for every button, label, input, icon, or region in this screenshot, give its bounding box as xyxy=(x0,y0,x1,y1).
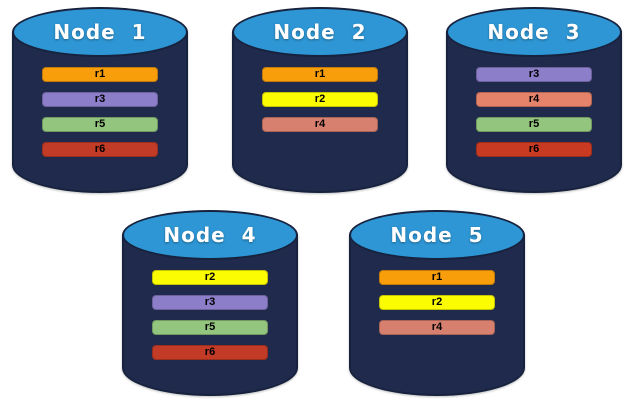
replica-label: r5 xyxy=(94,118,106,130)
replica-bar-r1: r1 xyxy=(262,67,378,82)
node-cylinder-1: r1 r3 r5 r6 Node 1 xyxy=(12,7,188,193)
replica-list: r1 r3 r5 r6 xyxy=(42,67,158,167)
cylinder-top: Node 2 xyxy=(232,7,408,57)
cylinder-body xyxy=(122,234,298,396)
node-cylinder-3: r3 r4 r5 r6 Node 3 xyxy=(446,7,622,193)
replica-bar-r2: r2 xyxy=(262,92,378,107)
cylinder-body xyxy=(349,234,525,396)
replica-bar-r6: r6 xyxy=(152,345,268,360)
node-cylinder-2: r1 r2 r4 Node 2 xyxy=(232,7,408,193)
cylinder-body xyxy=(446,31,622,193)
replica-label: r4 xyxy=(314,118,326,130)
replica-bar-r4: r4 xyxy=(379,320,495,335)
replica-bar-r1: r1 xyxy=(379,270,495,285)
replica-bar-r3: r3 xyxy=(476,67,592,82)
cylinder-top: Node 4 xyxy=(122,210,298,260)
replica-bar-r5: r5 xyxy=(476,117,592,132)
replica-label: r2 xyxy=(314,93,326,105)
node-cylinder-4: r2 r3 r5 r6 Node 4 xyxy=(122,210,298,396)
replica-label: r6 xyxy=(94,143,106,155)
replica-label: r1 xyxy=(431,271,443,283)
replica-bar-r4: r4 xyxy=(262,117,378,132)
replica-bar-r2: r2 xyxy=(379,295,495,310)
replica-list: r2 r3 r5 r6 xyxy=(152,270,268,370)
replica-list: r1 r2 r4 xyxy=(262,67,378,142)
replica-label: r4 xyxy=(431,321,443,333)
cylinder-body xyxy=(232,31,408,193)
replica-label: r2 xyxy=(204,271,216,283)
replica-label: r1 xyxy=(94,68,106,80)
replica-bar-r6: r6 xyxy=(476,142,592,157)
replica-label: r3 xyxy=(528,68,540,80)
replica-bar-r3: r3 xyxy=(152,295,268,310)
replica-label: r6 xyxy=(204,346,216,358)
replica-list: r3 r4 r5 r6 xyxy=(476,67,592,167)
cylinder-top: Node 3 xyxy=(446,7,622,57)
node-title: Node 2 xyxy=(273,20,367,44)
replica-bar-r6: r6 xyxy=(42,142,158,157)
replica-label: r5 xyxy=(528,118,540,130)
replica-bar-r3: r3 xyxy=(42,92,158,107)
replica-bar-r1: r1 xyxy=(42,67,158,82)
replica-bar-r5: r5 xyxy=(42,117,158,132)
replica-label: r3 xyxy=(204,296,216,308)
node-cylinder-5: r1 r2 r4 Node 5 xyxy=(349,210,525,396)
replica-list: r1 r2 r4 xyxy=(379,270,495,345)
replica-bar-r5: r5 xyxy=(152,320,268,335)
replica-label: r6 xyxy=(528,143,540,155)
replica-bar-r4: r4 xyxy=(476,92,592,107)
replica-label: r1 xyxy=(314,68,326,80)
replica-label: r3 xyxy=(94,93,106,105)
cylinder-top: Node 1 xyxy=(12,7,188,57)
node-title: Node 4 xyxy=(163,223,257,247)
node-title: Node 5 xyxy=(390,223,484,247)
node-title: Node 3 xyxy=(487,20,581,44)
cylinder-top: Node 5 xyxy=(349,210,525,260)
replica-label: r4 xyxy=(528,93,540,105)
replica-bar-r2: r2 xyxy=(152,270,268,285)
node-title: Node 1 xyxy=(53,20,147,44)
replica-label: r5 xyxy=(204,321,216,333)
replica-label: r2 xyxy=(431,296,443,308)
